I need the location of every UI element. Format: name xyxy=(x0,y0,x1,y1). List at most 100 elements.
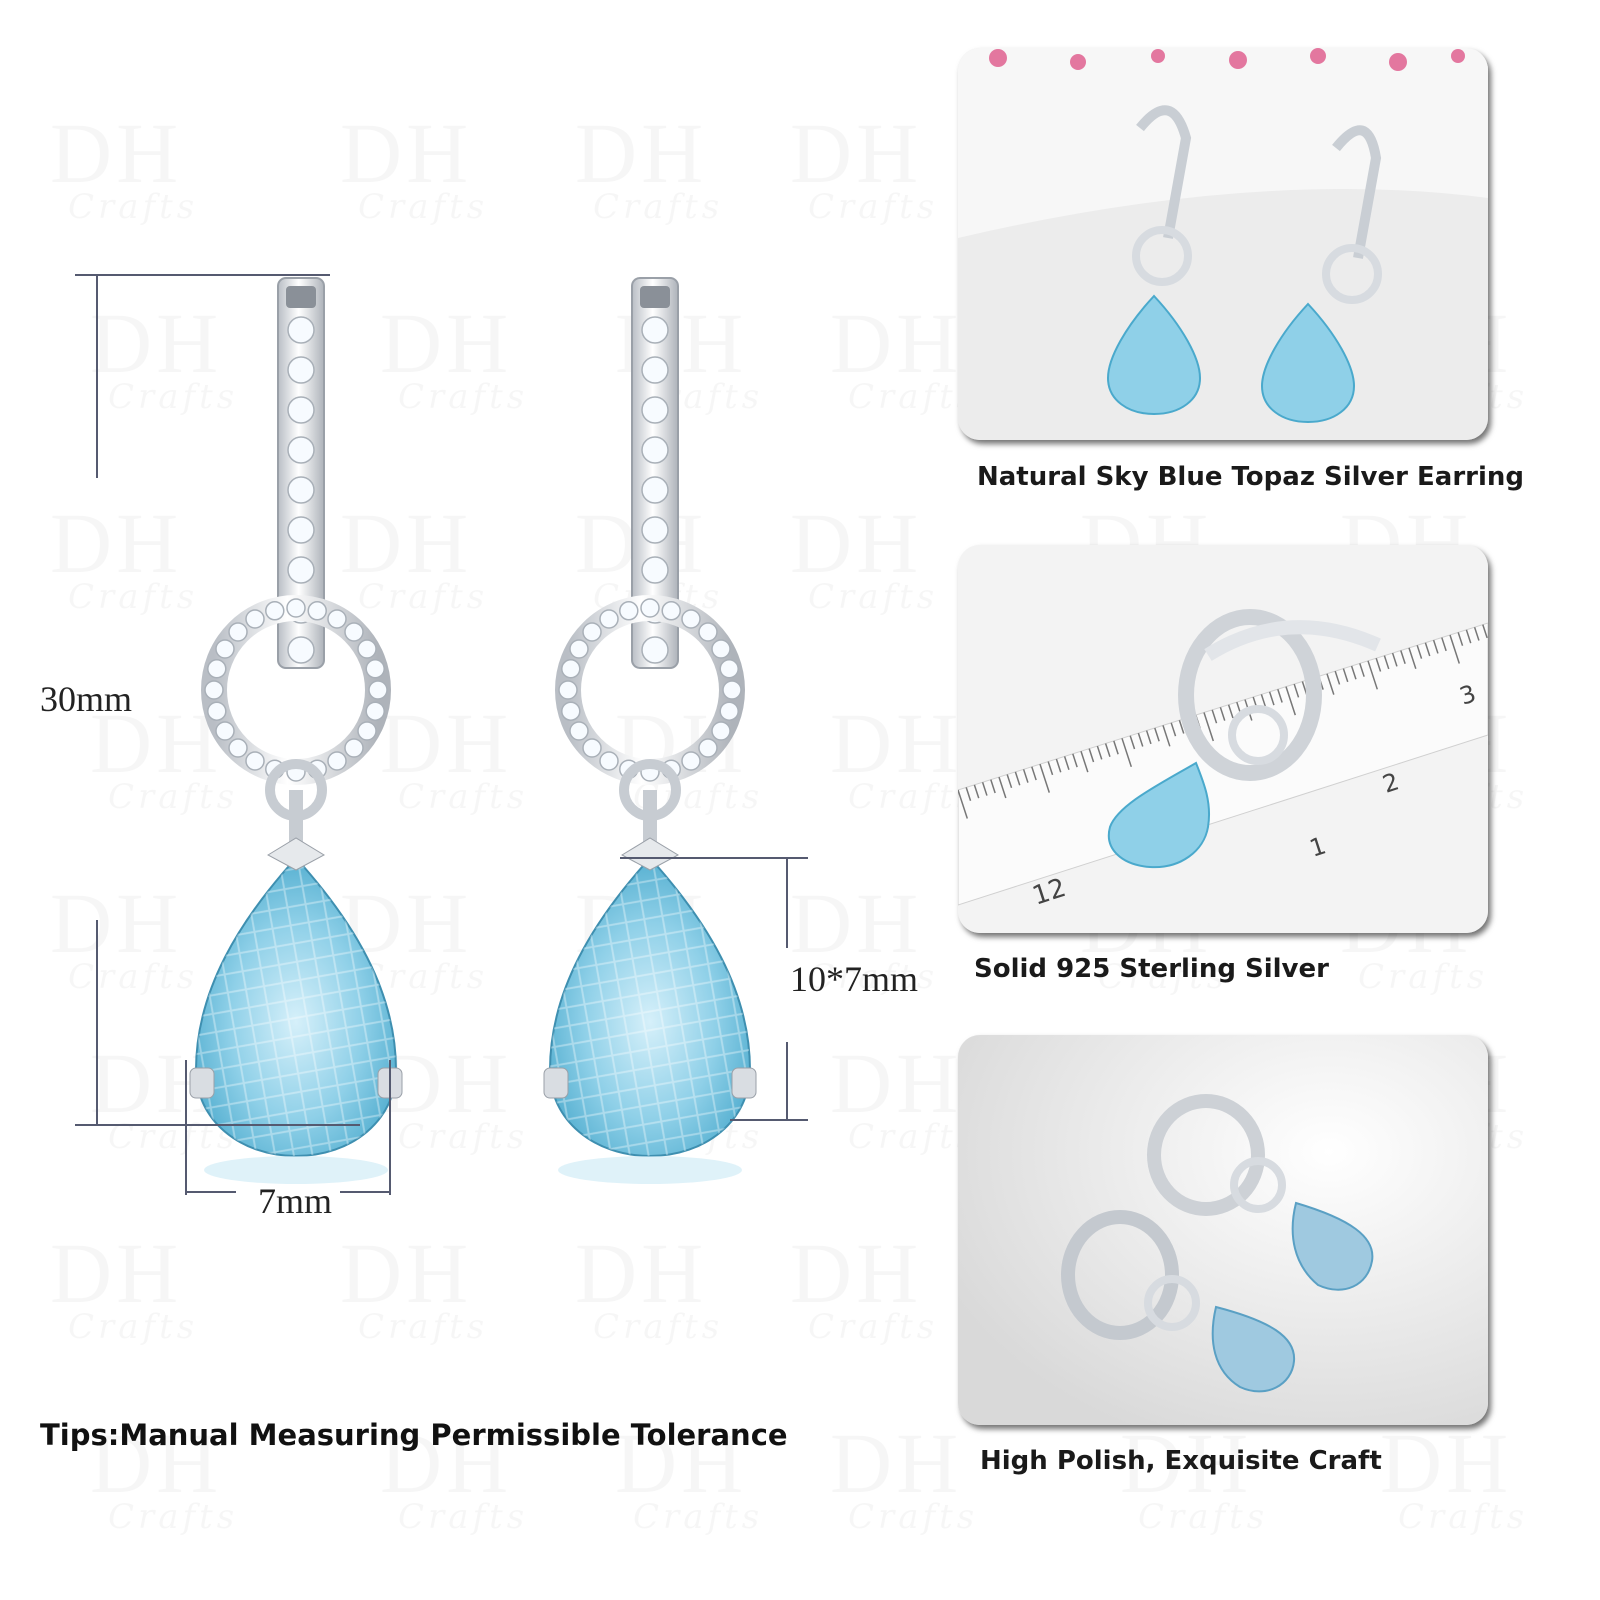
ruler-tick xyxy=(1285,686,1297,716)
pave-stone xyxy=(719,659,739,679)
ruler-tick xyxy=(1334,670,1341,685)
pave-stone xyxy=(561,701,581,721)
ruler-tick xyxy=(1268,691,1275,706)
hanging-earring-right xyxy=(1260,125,1382,424)
ruler-tick xyxy=(1072,753,1078,768)
caption-natural-topaz: Natural Sky Blue Topaz Silver Earring xyxy=(977,462,1524,492)
pave-stone xyxy=(641,436,669,464)
ruler-tick xyxy=(1063,756,1070,770)
ruler-tick xyxy=(1022,769,1029,783)
pave-stone xyxy=(344,622,364,642)
polished-earring-back xyxy=(1147,1094,1374,1291)
pave-stone xyxy=(365,659,385,679)
pave-stone xyxy=(287,356,315,384)
ruler-tick xyxy=(1104,743,1111,758)
polished-earring-front xyxy=(1061,1210,1296,1393)
height-dimension-label: 30mm xyxy=(40,679,133,719)
pave-stone xyxy=(582,738,602,758)
pave-stone xyxy=(327,609,347,629)
pave-stone xyxy=(365,701,385,721)
ruler-tick xyxy=(973,784,980,799)
ruler-tick xyxy=(1449,634,1461,664)
ruler-tick xyxy=(1039,763,1051,793)
ruler-tick xyxy=(1260,694,1267,708)
ruler-tick xyxy=(1391,652,1398,667)
ruler-tick xyxy=(1162,725,1171,747)
ruler-tick xyxy=(1400,650,1406,665)
pave-stone xyxy=(561,659,581,679)
ruler-tick xyxy=(1482,624,1488,639)
width-dimension-label: 7mm xyxy=(258,1181,333,1221)
ruler-tick xyxy=(1408,647,1417,670)
pave-stone xyxy=(245,751,265,771)
pave-stone xyxy=(569,639,589,659)
ruler-tick xyxy=(1367,660,1379,690)
pave-stone xyxy=(698,738,718,758)
pave-stone xyxy=(558,680,578,700)
right-earring xyxy=(543,277,757,1184)
ruler-tick xyxy=(1473,626,1480,641)
pave-stone xyxy=(711,639,731,659)
pave-stone xyxy=(207,659,227,679)
ruler-tick xyxy=(1293,683,1300,698)
pave-stone xyxy=(265,601,285,621)
photo-ruler-earring: 12 1 2 3 xyxy=(958,545,1488,933)
pave-stone xyxy=(357,639,377,659)
pave-stone xyxy=(215,721,235,741)
stone-dimension-label: 10*7mm xyxy=(790,959,919,999)
caption-sterling-silver: Solid 925 Sterling Silver xyxy=(974,954,1329,984)
pave-stone xyxy=(215,639,235,659)
photo-hanging-earrings xyxy=(958,48,1488,440)
ruler-tick xyxy=(1359,663,1365,677)
ruler-tick xyxy=(958,789,969,819)
ruler-tick xyxy=(1203,712,1215,742)
pave-stone xyxy=(327,751,347,771)
pave-stone xyxy=(711,721,731,741)
pave-stone xyxy=(599,609,619,629)
pave-stone xyxy=(641,316,669,344)
ruler-tick xyxy=(1457,632,1464,646)
pave-stone xyxy=(287,556,315,584)
pave-stone xyxy=(207,701,227,721)
pave-stone xyxy=(641,476,669,504)
ruler-tick xyxy=(990,779,996,794)
pave-stone xyxy=(641,396,669,424)
ruler-tick xyxy=(1277,689,1283,703)
pave-stone xyxy=(619,601,639,621)
ruler-tick xyxy=(1096,745,1103,760)
pave-stone xyxy=(582,622,602,642)
ruler-tick xyxy=(1014,771,1021,786)
pave-stone xyxy=(228,622,248,642)
ruler-tick xyxy=(1326,673,1335,695)
measurement-tips: Tips:Manual Measuring Permissible Tolera… xyxy=(40,1418,788,1452)
dimension-lines xyxy=(75,274,808,1195)
ruler-tick xyxy=(1424,642,1431,657)
pave-stone xyxy=(640,598,660,618)
pave-stone xyxy=(287,516,315,544)
pave-stone xyxy=(641,356,669,384)
pave-stone xyxy=(368,680,388,700)
ruler-tick xyxy=(1227,704,1234,719)
ruler-tick xyxy=(1154,727,1160,742)
ruler-tick xyxy=(1465,629,1472,644)
ruler-tick xyxy=(1178,720,1185,734)
pave-stone xyxy=(287,316,315,344)
ruler-tick xyxy=(1088,748,1095,763)
ruler-tick xyxy=(1137,732,1144,747)
pave-stone xyxy=(641,556,669,584)
pave-stone xyxy=(641,636,669,664)
ruler-tick xyxy=(1342,668,1349,683)
pave-stone xyxy=(722,680,742,700)
ruler-tick xyxy=(1121,738,1133,768)
photo-polished-earrings xyxy=(958,1035,1488,1425)
ruler-tick xyxy=(1129,735,1136,750)
pave-stone xyxy=(287,476,315,504)
pave-stone xyxy=(245,609,265,629)
ruler-tick xyxy=(1006,774,1013,789)
main-earring-illustration xyxy=(75,274,808,1195)
ruler-tick xyxy=(998,776,1007,799)
ruler-tick xyxy=(1383,655,1390,670)
pave-stone xyxy=(204,680,224,700)
pave-stone xyxy=(357,721,377,741)
